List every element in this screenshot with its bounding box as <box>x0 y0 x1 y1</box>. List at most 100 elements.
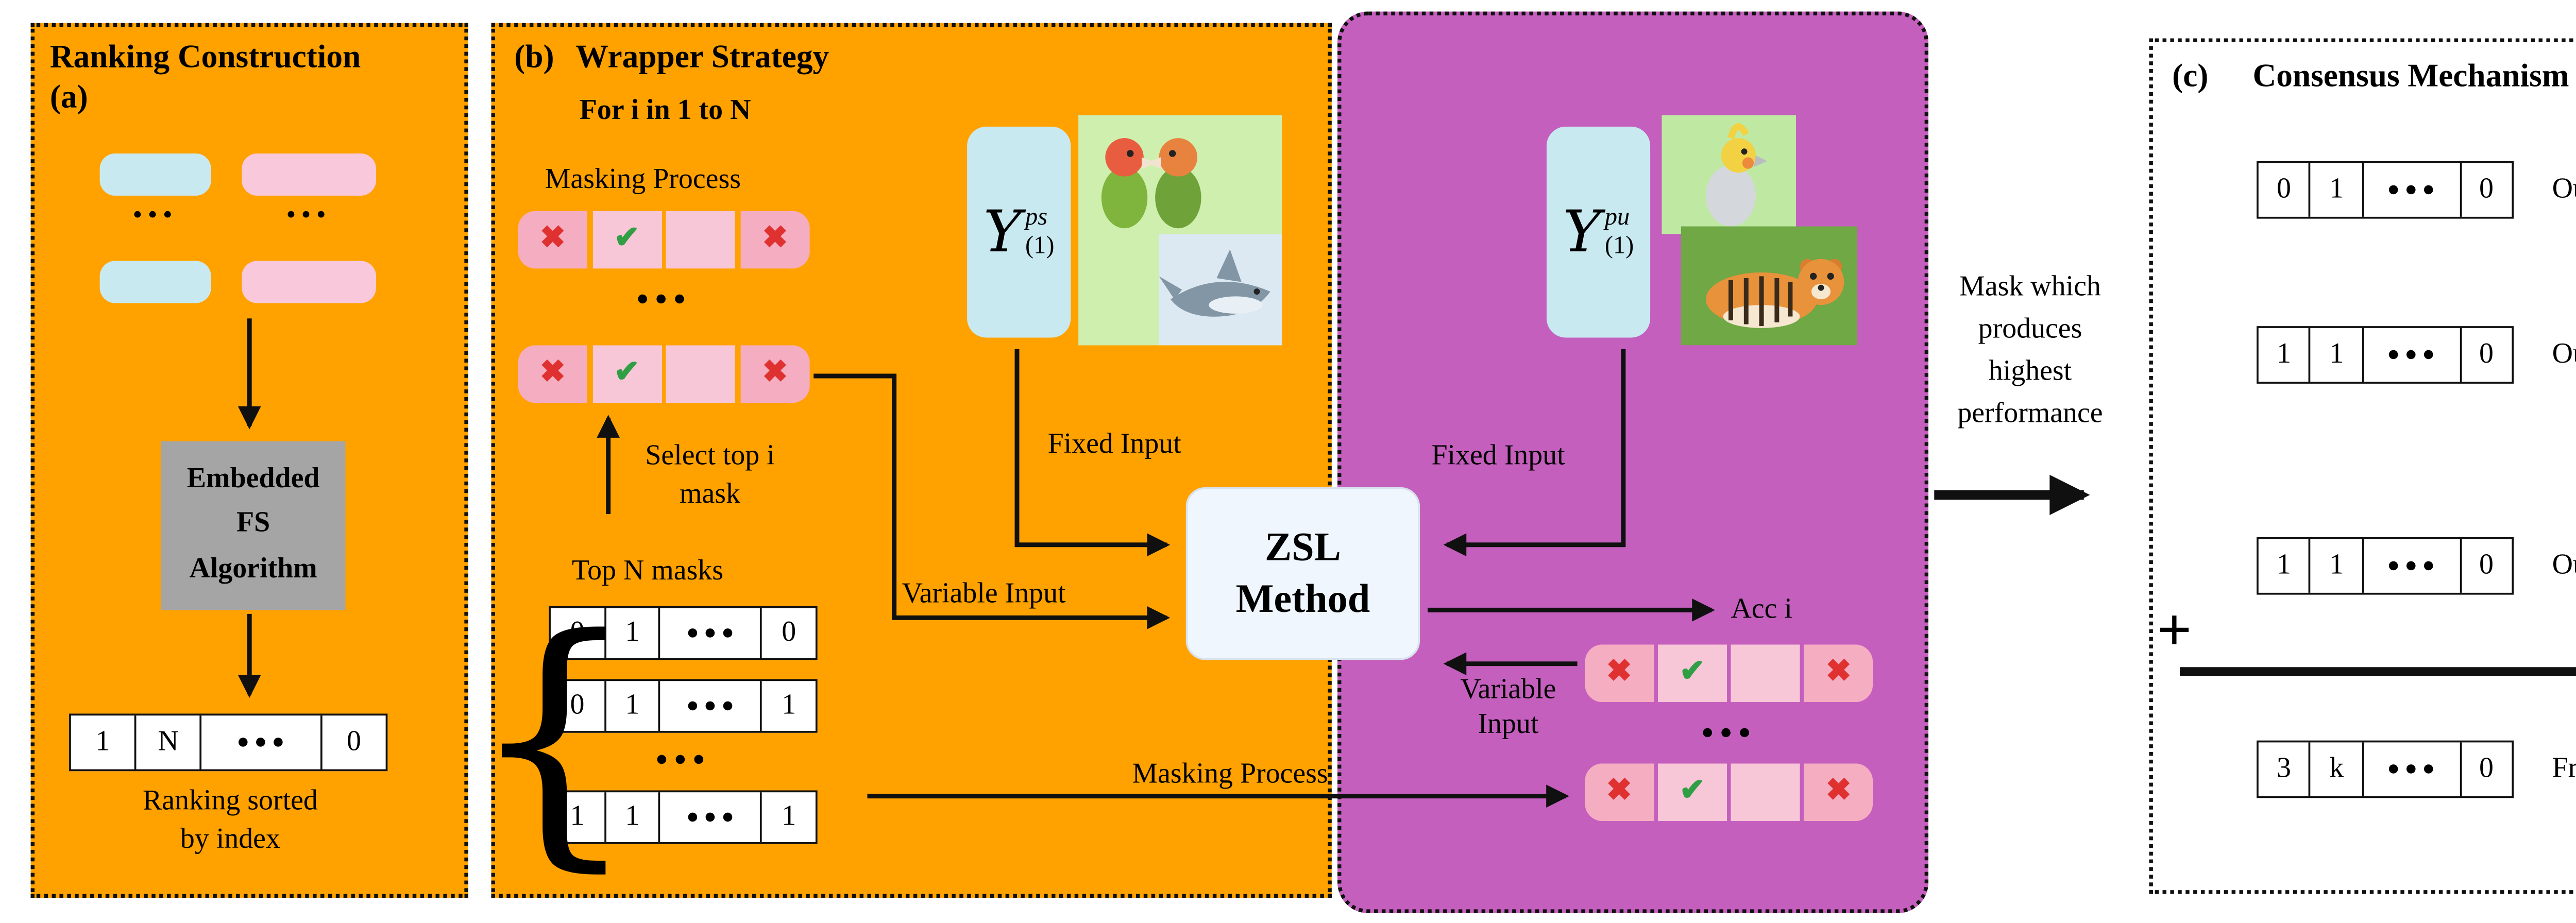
embedded-fs-algorithm-box: Embedded FS Algorithm <box>161 441 346 610</box>
fixed-input-label-b: Fixed Input <box>1047 430 1181 460</box>
vector-cell: 0 <box>570 689 585 721</box>
variable-input-label-pu-line1: Variable <box>1460 675 1556 706</box>
acc-i-label: Acc i <box>1731 594 1792 626</box>
vector-dots-cell: ●●● <box>2362 163 2459 217</box>
masking-process-label: Masking Process <box>545 165 741 196</box>
panel-a-title: Ranking Construction <box>49 38 361 75</box>
cross-icon: ✖ <box>518 345 588 403</box>
feature-block-cyan-1 <box>99 153 211 196</box>
cockatiel-photo <box>1662 115 1797 234</box>
ranking-vector: 1 N ●●● 0 <box>69 713 388 772</box>
select-top-label-line2: mask <box>680 480 741 510</box>
seen-classes-symbol-box: Y ps (1) <box>967 126 1071 338</box>
bridge-caption-line1: Mask which <box>1959 272 2101 303</box>
output-fold-2-label: Output Fold 2 <box>2552 339 2576 370</box>
fixed-input-label-pu: Fixed Input <box>1431 441 1565 472</box>
output-fold-1-vector: 0 1 ●●● 0 <box>2257 161 2514 219</box>
cross-icon: ✖ <box>1804 644 1873 703</box>
check-icon: ✔ <box>1658 644 1727 703</box>
vector-cell: 0 <box>2459 742 2512 796</box>
y-pu-symbol: Y pu (1) <box>1563 198 1634 266</box>
tiger-photo <box>1681 226 1858 346</box>
vector-cell: 1 <box>604 681 659 731</box>
panel-b-tag: (b) <box>514 38 554 75</box>
vector-cell: 1 <box>95 726 110 757</box>
zsl-line1: ZSL <box>1264 523 1341 570</box>
ranking-caption-line1: Ranking sorted <box>143 787 318 817</box>
mask-row-purple-2: ✖ ✔ ✖ <box>1585 763 1873 822</box>
vector-cell: 0 <box>2459 328 2512 382</box>
vector-dots-cell: ●●● <box>659 681 760 731</box>
vector-cell: 0 <box>570 617 585 648</box>
fs-box-line2: FS <box>236 509 270 540</box>
variable-input-label-pu-line2: Input <box>1478 710 1539 741</box>
vector-cell: N <box>134 715 200 770</box>
mask-blank-cell <box>666 211 736 269</box>
vector-cell: 0 <box>2459 539 2512 593</box>
candidate-mask-vector-2: 0 1 ●●● 1 <box>549 679 818 733</box>
vector-cell: 0 <box>760 608 816 658</box>
fs-box-line3: Algorithm <box>189 553 317 585</box>
vector-dots-cell: ●●● <box>2362 539 2459 593</box>
bridge-caption-line2: produces <box>1978 314 2082 346</box>
feature-block-pink-1 <box>242 153 376 196</box>
loop-label: For i in 1 to N <box>579 96 751 127</box>
vector-dots-cell: ●●● <box>2362 328 2459 382</box>
panel-a-tag: (a) <box>49 78 88 115</box>
shark-photo <box>1159 234 1282 346</box>
check-icon: ✔ <box>592 211 662 269</box>
lovebirds-photo <box>1078 115 1221 242</box>
bridge-caption-line4: performance <box>1957 399 2103 430</box>
grouping-brace: { <box>468 583 639 896</box>
vector-cell: 1 <box>2309 328 2362 382</box>
candidate-mask-vector-3: 1 1 ●●● 1 <box>549 790 818 844</box>
check-icon: ✔ <box>592 345 662 403</box>
output-fold-1-label: Output Fold 1 <box>2552 174 2576 206</box>
mask-blank-cell <box>1731 644 1800 703</box>
vector-cell: k <box>2309 742 2362 796</box>
vector-dots-cell: ●●● <box>200 715 320 770</box>
vector-cell: 1 <box>604 608 659 658</box>
output-fold-2-vector: 1 1 ●●● 0 <box>2257 326 2514 384</box>
mask-row-2: ✖ ✔ ✖ <box>518 345 810 403</box>
masking-process-arrow-label: Masking Process <box>1132 759 1328 791</box>
vector-cell: 1 <box>2309 539 2362 593</box>
vector-cell: 1 <box>2276 338 2291 369</box>
cross-icon: ✖ <box>740 345 810 403</box>
vector-cell: 3 <box>2276 753 2291 784</box>
cross-icon: ✖ <box>518 211 588 269</box>
vector-cell: 1 <box>2276 550 2291 580</box>
feature-block-pink-2 <box>242 261 376 303</box>
vector-cell: 0 <box>2276 174 2291 204</box>
vector-cell: 1 <box>604 792 659 843</box>
mask-row-purple-1: ✖ ✔ ✖ <box>1585 644 1873 703</box>
zsl-line2: Method <box>1235 575 1370 622</box>
select-top-label-line1: Select top i <box>645 441 775 472</box>
ellipsis-dots: ●●● <box>286 205 332 223</box>
vector-cell: 0 <box>320 715 386 770</box>
y-ps-symbol: Y ps (1) <box>983 198 1055 266</box>
vector-cell: 1 <box>570 800 585 832</box>
output-fold-k-vector: 1 1 ●●● 0 <box>2257 537 2514 595</box>
top-n-masks-label: Top N masks <box>571 556 723 587</box>
vector-dots-cell: ●●● <box>659 608 760 658</box>
cross-icon: ✖ <box>740 211 810 269</box>
bridge-caption-line3: highest <box>1988 356 2072 388</box>
vector-cell: 1 <box>760 681 816 731</box>
frequency-vector: 3 k ●●● 0 <box>2257 740 2514 798</box>
mask-blank-cell <box>1731 763 1800 822</box>
vector-cell: 1 <box>760 792 816 843</box>
feature-block-cyan-2 <box>99 261 211 303</box>
mask-blank-cell <box>666 345 736 403</box>
panel-b-title: Wrapper Strategy <box>575 38 829 75</box>
vector-dots-cell: ●●● <box>659 792 760 843</box>
summation-plus-sign: + <box>2157 594 2192 664</box>
variable-input-label-b: Variable Input <box>902 579 1066 610</box>
frequency-vector-label: Frequency Vector <box>2552 754 2576 785</box>
vector-dots-cell: ●●● <box>2362 742 2459 796</box>
ranking-caption-line2: by index <box>180 825 280 856</box>
ellipsis-dots: ●●● <box>636 287 692 311</box>
vector-cell: 0 <box>2459 163 2512 217</box>
fs-box-line1: Embedded <box>187 464 320 495</box>
